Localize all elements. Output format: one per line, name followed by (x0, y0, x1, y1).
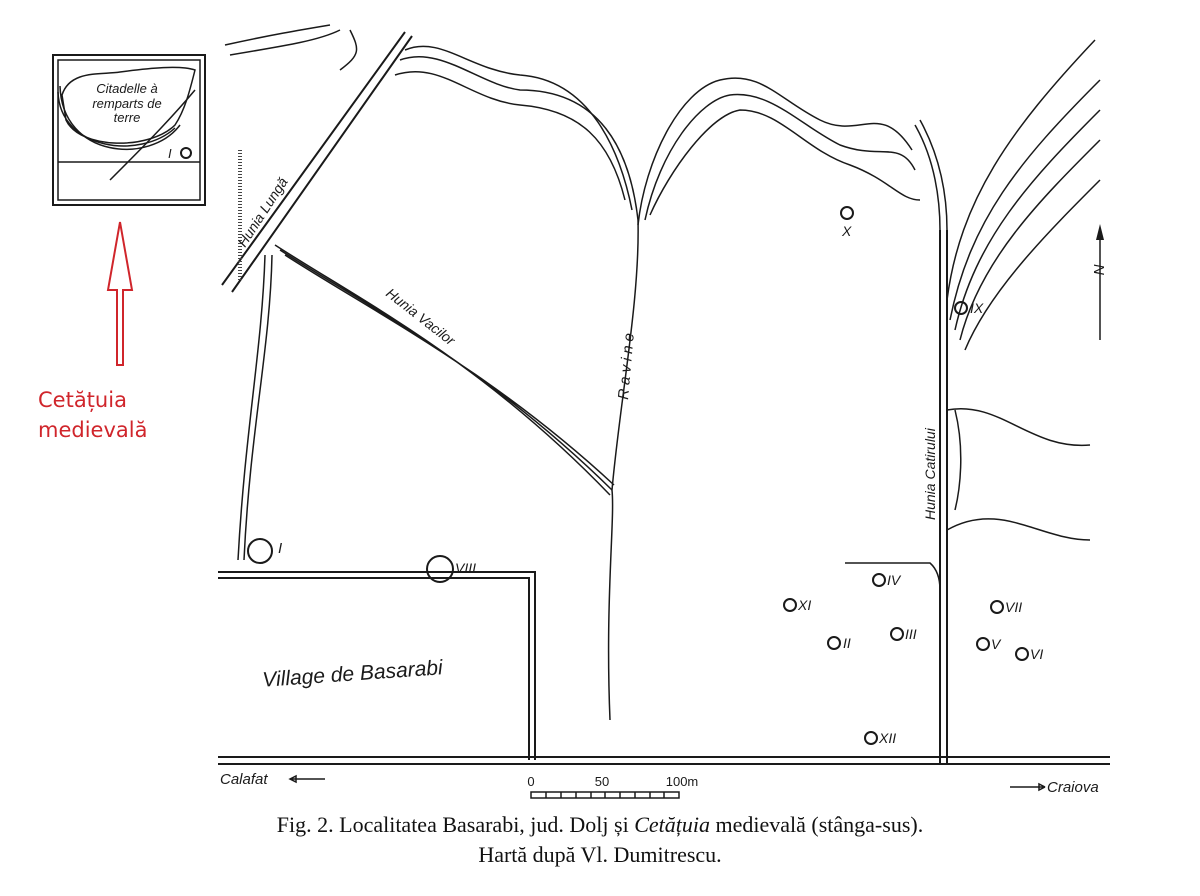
site-marker (976, 637, 990, 651)
site-marker (783, 598, 797, 612)
ravine-label: Ravine (615, 328, 638, 400)
north-label: N (1090, 264, 1107, 275)
scale-tick-label: 100m (666, 774, 699, 789)
caption-text: Fig. 2. Localitatea Basarabi, jud. Dolj … (276, 812, 635, 837)
arrow-left-icon (288, 774, 325, 784)
site-marker (247, 538, 273, 564)
east-destination: Craiova (1047, 779, 1099, 796)
site-label: VIII (455, 560, 476, 576)
site-marker (872, 573, 886, 587)
site-marker (840, 206, 854, 220)
site-marker (864, 731, 878, 745)
roads (218, 24, 1110, 765)
village-label: Village de Basarabi (262, 656, 445, 692)
site-label: II (843, 635, 851, 651)
site-label: V (991, 636, 1002, 652)
red-arrow-icon (106, 221, 134, 366)
site-marker (1015, 647, 1029, 661)
site-label: XII (878, 730, 896, 746)
site-label: VI (1030, 646, 1043, 662)
site-label: III (905, 626, 917, 642)
archaeological-sites: I II III IV V VI VII VIII IX X XI XII (247, 206, 1043, 746)
figure-caption: Fig. 2. Localitatea Basarabi, jud. Dolj … (0, 812, 1200, 838)
scale-bar: 0 50 100m (527, 774, 699, 799)
west-destination: Calafat (220, 771, 268, 788)
road-label-hunia-catirului: Hunia Catirului (922, 427, 938, 520)
site-label: VII (1005, 599, 1022, 615)
ravines (394, 39, 1101, 721)
site-label: XI (797, 597, 811, 613)
site-label: I (278, 540, 282, 557)
arrow-right-icon (1010, 782, 1046, 792)
figure-caption-line2: Hartă după Vl. Dumitrescu. (478, 842, 722, 867)
site-marker (990, 600, 1004, 614)
callout-label: Cetățuia medievală (38, 385, 147, 445)
site-marker (426, 555, 454, 583)
site-label: IX (970, 300, 984, 316)
site-label: IV (887, 572, 902, 588)
callout-line: Cetățuia (38, 388, 127, 412)
inset-site-marker (180, 147, 192, 159)
inset-site-label: I (168, 146, 172, 161)
site-marker (827, 636, 841, 650)
north-arrow-icon: N (1090, 224, 1107, 340)
inset-label-line: Citadelle à (96, 81, 157, 96)
road-label-hunia-lunga: Hunia Lungă (234, 174, 291, 249)
inset-map: Citadelle à remparts de terre I (52, 54, 206, 206)
inset-label-line: terre (114, 110, 141, 125)
site-label: X (841, 223, 852, 239)
caption-text: medievală (stânga-sus). (710, 812, 924, 837)
site-marker (890, 627, 904, 641)
scale-tick-label: 0 (527, 774, 534, 789)
site-marker (954, 301, 968, 315)
scale-tick-label: 50 (595, 774, 609, 789)
caption-italic: Cetățuia (634, 812, 710, 837)
inset-label-line: remparts de (92, 96, 161, 111)
callout-line: medievală (38, 418, 148, 442)
